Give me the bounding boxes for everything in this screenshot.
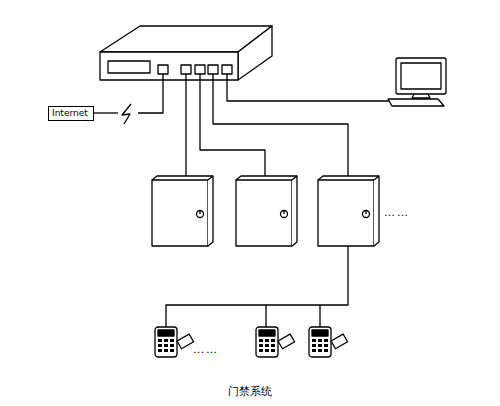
box-label: Internet [52, 108, 90, 119]
network-switch [100, 26, 272, 80]
network-cable [92, 74, 392, 327]
ellipsis-label: …… [384, 206, 410, 219]
ellipsis-label: …… [193, 343, 219, 356]
computer [388, 58, 446, 106]
network-box: Internet [48, 106, 94, 121]
wireless-link-symbol [122, 104, 131, 124]
caption: 门禁系统 [0, 384, 500, 399]
